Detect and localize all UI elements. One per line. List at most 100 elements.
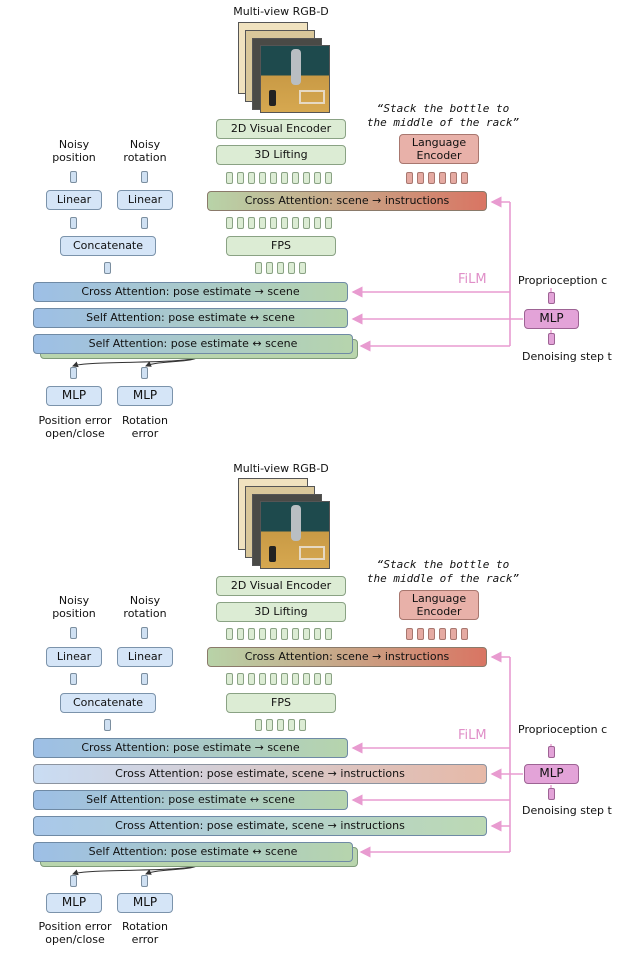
instruction-text: “Stack the bottle to the middle of the r… <box>366 558 520 585</box>
layer-cross-attention-pose-scene-instructions-2: Cross Attention: pose estimate, scene → … <box>33 816 487 836</box>
proprioception-label: Proprioception c <box>518 274 608 287</box>
position-error-label: Position error open/close <box>38 414 112 440</box>
feature-token <box>104 719 111 731</box>
layer-cross-attention-pose-scene-instructions-1: Cross Attention: pose estimate, scene → … <box>33 764 487 784</box>
2d-visual-encoder: 2D Visual Encoder <box>216 119 346 139</box>
feature-token <box>226 172 233 184</box>
feature-token <box>226 217 233 229</box>
film-label: FiLM <box>458 272 487 287</box>
mlp-rotation-head: MLP <box>117 893 173 913</box>
rgbd-view-image-4 <box>260 45 330 113</box>
feature-token <box>70 171 77 183</box>
rotation-error-label: Rotation error <box>121 414 168 440</box>
feature-token <box>303 217 310 229</box>
feature-token <box>70 217 77 229</box>
feature-token <box>70 875 77 887</box>
rotation-error-label: Rotation error <box>121 920 168 946</box>
feature-token <box>325 628 332 640</box>
feature-token <box>450 628 457 640</box>
feature-token <box>70 673 77 685</box>
feature-token <box>428 172 435 184</box>
linear-rotation: Linear <box>117 190 173 210</box>
feature-token <box>417 628 424 640</box>
feature-token <box>141 217 148 229</box>
feature-token <box>255 719 262 731</box>
concatenate: Concatenate <box>60 236 156 256</box>
feature-token <box>417 172 424 184</box>
conditioning-mlp: MLP <box>524 309 579 329</box>
feature-token <box>266 719 273 731</box>
rgbd-view-image-4 <box>260 501 330 569</box>
feature-token <box>266 262 273 274</box>
feature-token <box>70 367 77 379</box>
feature-token <box>141 875 148 887</box>
feature-token <box>288 719 295 731</box>
feature-token <box>141 673 148 685</box>
layer-self-attention-1: Self Attention: pose estimate ↔ scene <box>33 790 348 810</box>
mlp-rotation-head: MLP <box>117 386 173 406</box>
3d-lifting: 3D Lifting <box>216 602 346 622</box>
feature-token <box>428 628 435 640</box>
feature-token <box>248 217 255 229</box>
feature-token <box>406 628 413 640</box>
feature-token <box>461 172 468 184</box>
feature-token <box>314 217 321 229</box>
bottom-connector-lines <box>72 651 552 876</box>
linear-position: Linear <box>46 647 102 667</box>
layer-self-attention-2: Self Attention: pose estimate ↔ scene <box>33 334 353 354</box>
noisy-position-label: Noisy position <box>52 138 96 164</box>
feature-token <box>303 673 310 685</box>
feature-token <box>248 628 255 640</box>
feature-token <box>281 172 288 184</box>
feature-token <box>259 628 266 640</box>
2d-visual-encoder: 2D Visual Encoder <box>216 576 346 596</box>
feature-token <box>281 628 288 640</box>
language-encoder: Language Encoder <box>399 590 479 620</box>
feature-token <box>292 217 299 229</box>
bottom-diagram: Multi-view RGB-D 2D Visual Encoder 3D Li… <box>0 456 639 946</box>
feature-token <box>325 172 332 184</box>
feature-token <box>299 262 306 274</box>
mlp-position-head: MLP <box>46 386 102 406</box>
rgbd-title: Multi-view RGB-D <box>233 462 329 475</box>
feature-token <box>288 262 295 274</box>
feature-token <box>325 217 332 229</box>
feature-token <box>548 333 555 345</box>
feature-token <box>237 172 244 184</box>
feature-token <box>299 719 306 731</box>
feature-token <box>548 746 555 758</box>
cross-attention-scene-instructions: Cross Attention: scene → instructions <box>207 647 487 667</box>
feature-token <box>226 628 233 640</box>
feature-token <box>226 673 233 685</box>
feature-token <box>259 673 266 685</box>
cross-attention-scene-instructions: Cross Attention: scene → instructions <box>207 191 487 211</box>
feature-token <box>406 172 413 184</box>
feature-token <box>270 172 277 184</box>
proprioception-label: Proprioception c <box>518 723 608 736</box>
feature-token <box>450 172 457 184</box>
feature-token <box>325 673 332 685</box>
feature-token <box>439 172 446 184</box>
feature-token <box>255 262 262 274</box>
mlp-position-head: MLP <box>46 893 102 913</box>
noisy-position-label: Noisy position <box>52 594 96 620</box>
denoising-step-label: Denoising step t <box>522 804 612 817</box>
feature-token <box>270 673 277 685</box>
feature-token <box>303 628 310 640</box>
feature-token <box>548 788 555 800</box>
film-label: FiLM <box>458 728 487 743</box>
feature-token <box>314 673 321 685</box>
position-error-label: Position error open/close <box>38 920 112 946</box>
fps: FPS <box>226 693 336 713</box>
feature-token <box>281 673 288 685</box>
concatenate: Concatenate <box>60 693 156 713</box>
feature-token <box>141 367 148 379</box>
linear-position: Linear <box>46 190 102 210</box>
feature-token <box>259 217 266 229</box>
top-diagram: Multi-view RGB-D 2D Visual Encoder 3D Li… <box>33 5 612 440</box>
feature-token <box>141 171 148 183</box>
feature-token <box>281 217 288 229</box>
feature-token <box>270 628 277 640</box>
feature-token <box>314 628 321 640</box>
layer-cross-attention-pose-scene: Cross Attention: pose estimate → scene <box>33 282 348 302</box>
